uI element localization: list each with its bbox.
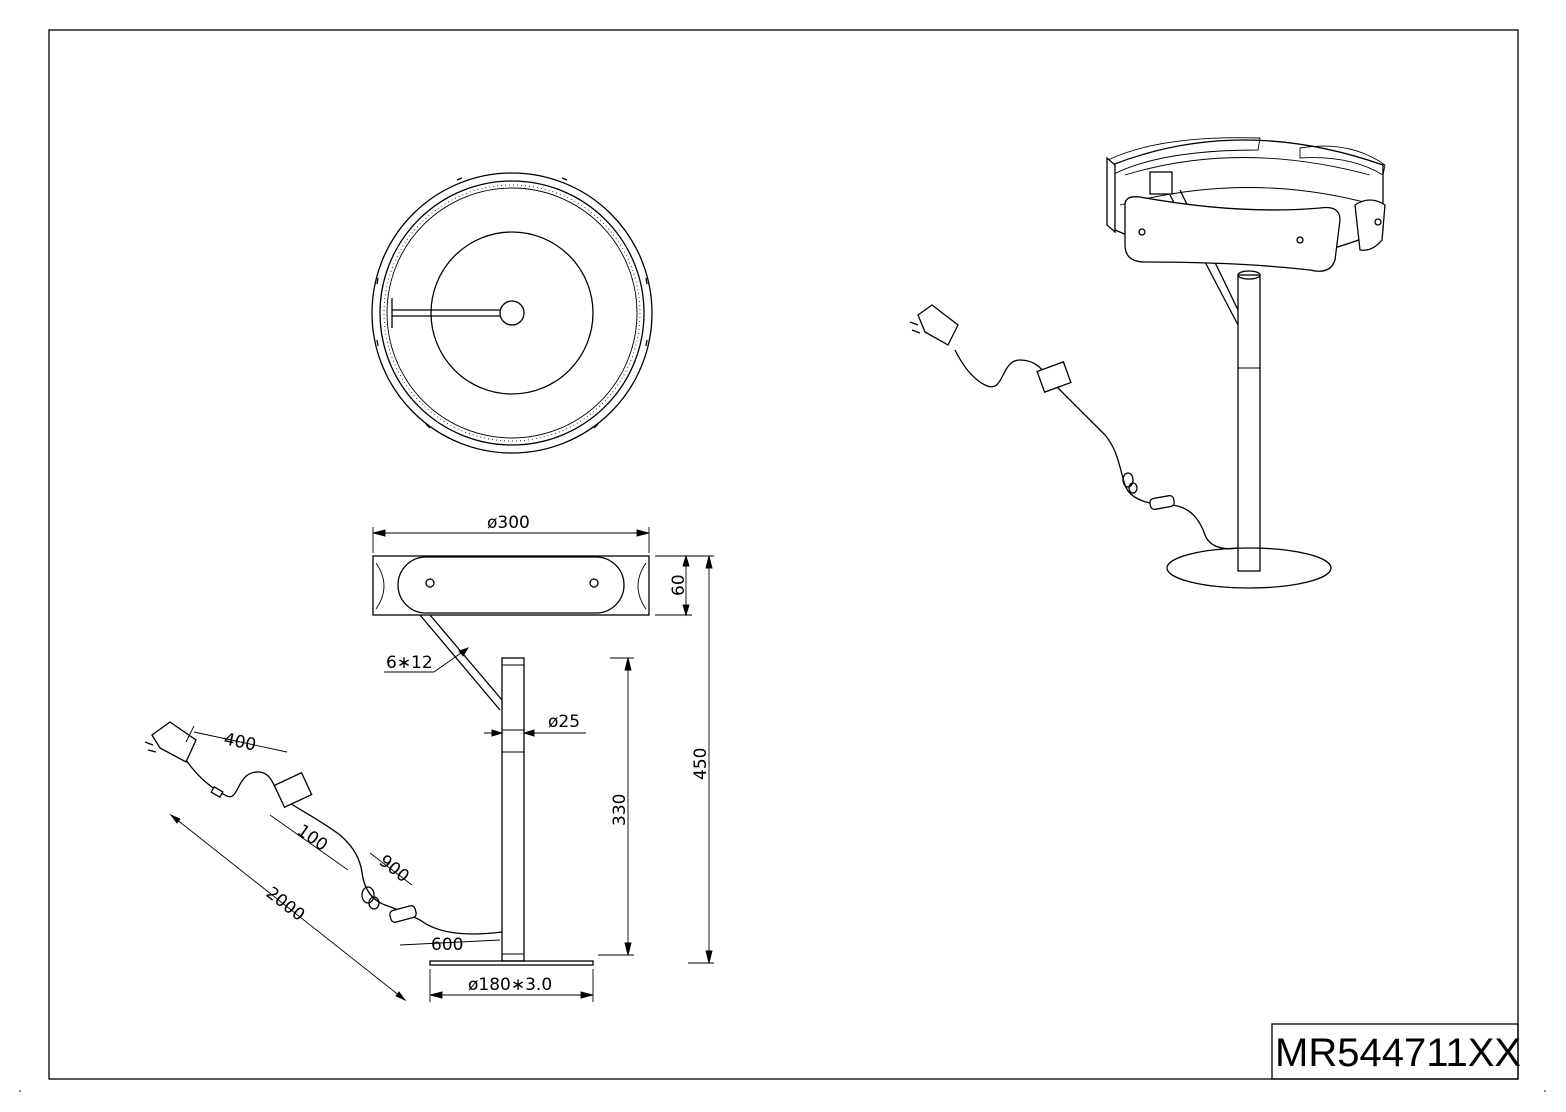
dim-cable-switch: 600 bbox=[431, 935, 463, 955]
dim-pole-height: 330 bbox=[610, 794, 630, 826]
dim-base: ø180∗3.0 bbox=[468, 975, 552, 995]
dim-cable-plug: 400 bbox=[222, 729, 258, 755]
perspective-view bbox=[909, 137, 1386, 589]
dim-cable-total: 2000 bbox=[262, 883, 308, 925]
dim-total-height: 450 bbox=[691, 748, 711, 780]
cable-dimension-lines bbox=[169, 725, 501, 1002]
dim-shade-height: 60 bbox=[669, 574, 689, 596]
title-block: MR544711XX bbox=[1271, 1023, 1521, 1080]
dimension-lines bbox=[372, 527, 714, 1002]
cable-assembly bbox=[144, 721, 503, 935]
dim-shade-diameter: ø300 bbox=[487, 513, 530, 533]
model-code: MR544711XX bbox=[1275, 1031, 1521, 1075]
side-view bbox=[372, 555, 650, 966]
top-view bbox=[371, 172, 653, 454]
dim-pole-diameter: ø25 bbox=[548, 712, 580, 732]
dim-arm-section: 6∗12 bbox=[386, 653, 433, 673]
sheet-border bbox=[48, 29, 1519, 1080]
corner-marks bbox=[19, 1090, 1546, 1092]
dim-cable-driver: 100 bbox=[293, 821, 331, 856]
